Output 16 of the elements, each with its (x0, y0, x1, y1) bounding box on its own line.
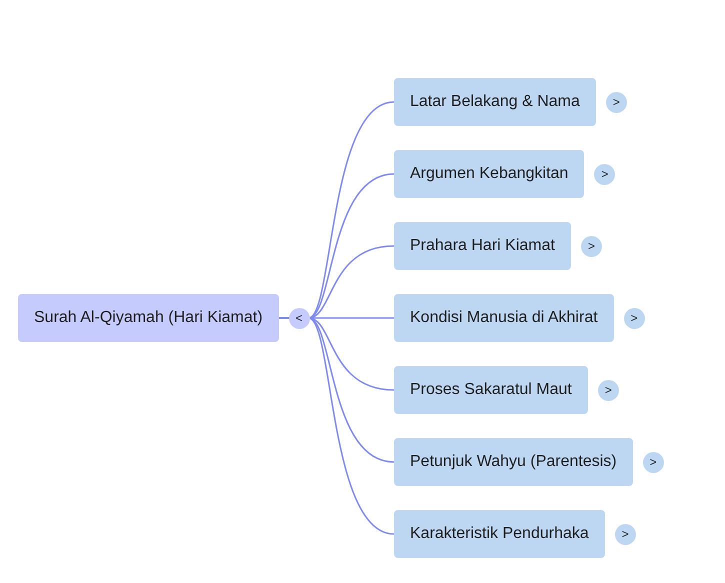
expand-button: > (606, 92, 627, 112)
collapse-button: < (288, 308, 310, 328)
subtopic-box: Kondisi Manusia di Akhirat (394, 294, 614, 342)
expand-button: > (598, 380, 619, 400)
root-topic-box: Surah Al-Qiyamah (Hari Kiamat) (18, 294, 279, 342)
expand-button: > (594, 164, 616, 184)
subtopic-box: Proses Sakaratul Maut (394, 366, 588, 414)
subtopic-box: Karakteristik Pendurhaka (394, 510, 605, 558)
expand-button: > (642, 452, 664, 472)
expand-button: > (624, 308, 645, 328)
subtopic-box: Petunjuk Wahyu (Parentesis) (394, 438, 633, 486)
subtopic-box: Latar Belakang & Nama (394, 78, 596, 126)
expand-button: > (614, 524, 636, 544)
subtopic-box: Argumen Kebangkitan (394, 150, 584, 198)
expand-button: > (580, 236, 602, 256)
subtopic-box: Prahara Hari Kiamat (394, 222, 571, 270)
